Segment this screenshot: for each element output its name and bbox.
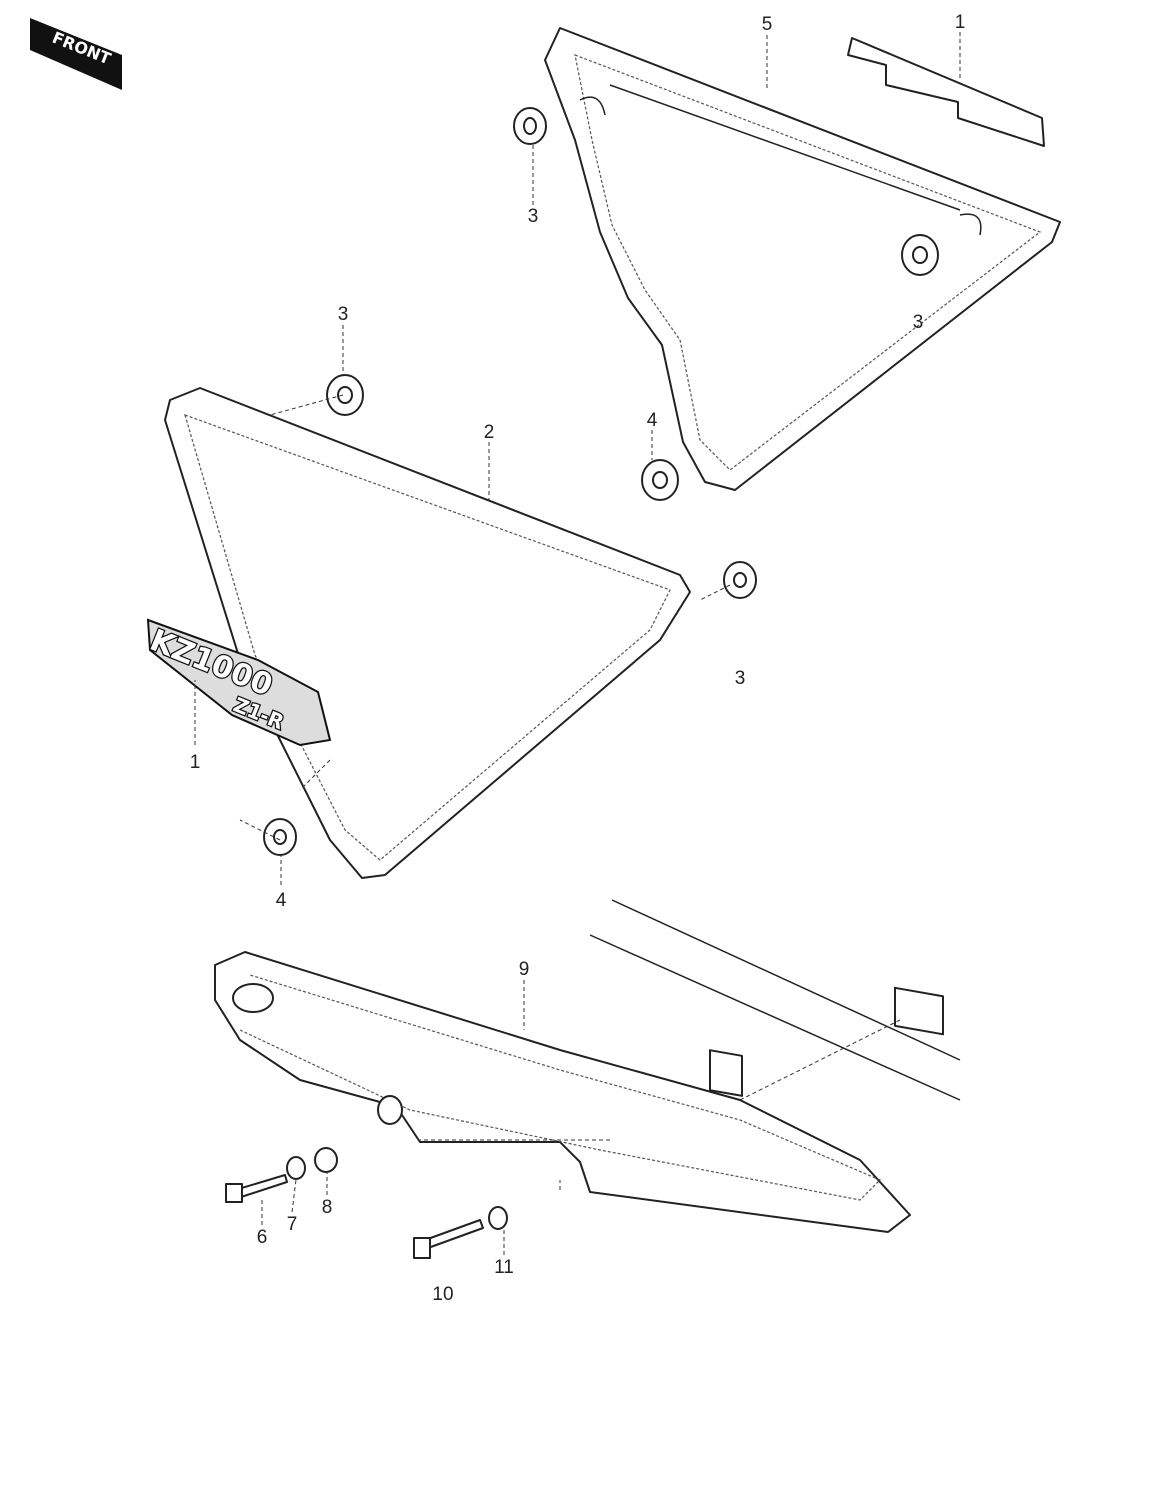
frame-outline <box>589 899 961 1101</box>
callout-10: 10 <box>432 1284 453 1305</box>
callout-2: 2 <box>484 422 495 443</box>
callout-1: 1 <box>955 12 966 33</box>
leader-lines <box>194 32 961 1255</box>
front-badge: FRONT <box>30 18 122 90</box>
callout-3: 3 <box>913 312 924 333</box>
callouts: 5 1 3 3 3 2 4 3 1 4 9 6 7 8 10 11 <box>190 12 966 1305</box>
callout-9: 9 <box>519 959 530 980</box>
rear-side-cover <box>544 27 1061 491</box>
callout-6: 6 <box>257 1227 268 1248</box>
callout-1: 1 <box>190 752 201 773</box>
fasteners <box>225 1147 508 1259</box>
callout-3: 3 <box>528 206 539 227</box>
callout-4: 4 <box>276 890 287 911</box>
chain-guard <box>214 951 911 1233</box>
callout-3: 3 <box>338 304 349 325</box>
callout-7: 7 <box>287 1214 298 1235</box>
callout-11: 11 <box>494 1257 514 1278</box>
callout-3: 3 <box>735 668 746 689</box>
frame-bracket <box>894 986 944 1036</box>
callout-5: 5 <box>762 14 773 35</box>
rear-emblem <box>847 37 1045 147</box>
side-cover <box>164 387 691 879</box>
callout-8: 8 <box>322 1197 333 1218</box>
grommets <box>263 107 939 856</box>
callout-4: 4 <box>647 410 658 431</box>
frame-bracket <box>709 1049 743 1097</box>
